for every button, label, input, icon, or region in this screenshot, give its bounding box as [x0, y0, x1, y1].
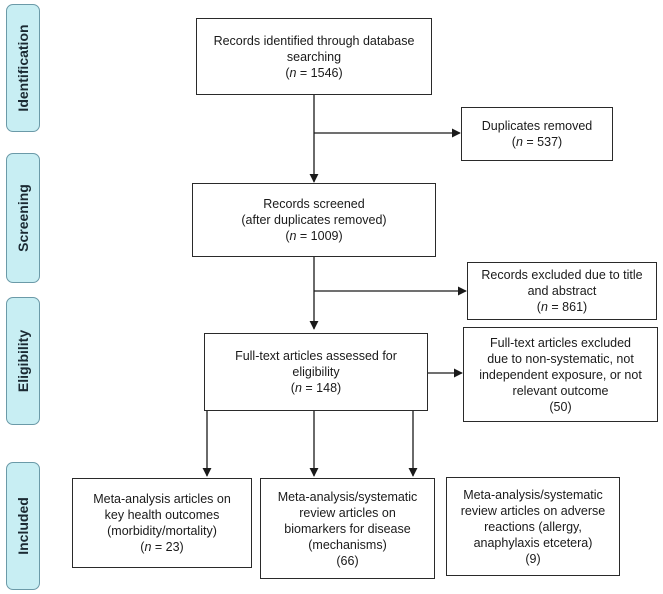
- phase-eligibility: Eligibility: [6, 297, 40, 425]
- box-meta-adverse-line3: reactions (allergy,: [484, 519, 582, 534]
- phase-identification: Identification: [6, 4, 40, 132]
- phase-included-label: Included: [15, 497, 31, 555]
- box-fulltext-assessed: Full-text articles assessed for eligibil…: [204, 333, 428, 411]
- box-records-screened: Records screened (after duplicates remov…: [192, 183, 436, 257]
- box-meta-adverse-line1: Meta-analysis/systematic: [463, 487, 603, 502]
- box-duplicates-removed-count: (n = 537): [511, 135, 563, 149]
- box-fulltext-excluded-line2: due to non-systematic, not: [487, 351, 634, 366]
- phase-included: Included: [6, 462, 40, 590]
- box-excluded-title-abstract: Records excluded due to title and abstra…: [467, 262, 657, 320]
- box-meta-adverse-reactions: Meta-analysis/systematic review articles…: [446, 477, 620, 576]
- box-records-identified-line2: searching: [286, 49, 342, 64]
- box-meta-adverse-line4: anaphylaxis etcetera): [473, 535, 593, 550]
- box-meta-adverse-count: (9): [525, 551, 541, 566]
- box-records-identified-count: (n = 1546): [285, 65, 343, 80]
- box-duplicates-removed-line1: Duplicates removed: [481, 119, 593, 133]
- box-fulltext-line1: Full-text articles assessed for: [235, 349, 397, 363]
- box-records-screened-count: (n = 1009): [285, 229, 343, 243]
- phase-screening: Screening: [6, 153, 40, 283]
- phase-eligibility-label: Eligibility: [15, 329, 31, 393]
- box-records-identified-line1: Records identified through database: [213, 33, 415, 48]
- box-fulltext-line2: eligibility: [292, 365, 340, 379]
- phase-identification-label: Identification: [15, 24, 31, 112]
- box-fulltext-count: (n = 148): [290, 381, 342, 395]
- box-meta-adverse-line2: review articles on adverse: [460, 503, 606, 518]
- box-fulltext-excluded-line3: independent exposure, or not: [479, 367, 642, 382]
- box-fulltext-excluded: Full-text articles excluded due to non-s…: [463, 327, 658, 422]
- box-excluded-title-line2: and abstract: [527, 284, 597, 298]
- box-fulltext-excluded-line1: Full-text articles excluded: [489, 335, 632, 350]
- box-meta-health-line3: (morbidity/mortality): [107, 524, 217, 538]
- box-excluded-title-line1: Records excluded due to title: [481, 268, 643, 282]
- box-meta-biomarkers: Meta-analysis/systematic review articles…: [260, 478, 435, 579]
- box-excluded-title-count: (n = 861): [536, 300, 588, 314]
- box-fulltext-excluded-count: (50): [549, 399, 572, 414]
- box-duplicates-removed: Duplicates removed (n = 537): [461, 107, 613, 161]
- box-meta-health-count: (n = 23): [140, 540, 184, 554]
- box-meta-biomarkers-line3: biomarkers for disease: [284, 521, 411, 536]
- phase-screening-label: Screening: [15, 184, 31, 252]
- box-meta-health-line1: Meta-analysis articles on: [93, 492, 231, 506]
- box-meta-biomarkers-line2: review articles on: [299, 505, 396, 520]
- box-meta-health-outcomes: Meta-analysis articles on key health out…: [72, 478, 252, 568]
- box-records-screened-line1: Records screened: [263, 197, 365, 211]
- box-meta-biomarkers-count: (66): [336, 553, 359, 568]
- box-meta-biomarkers-line4: (mechanisms): [308, 537, 387, 552]
- box-records-identified: Records identified through database sear…: [196, 18, 432, 95]
- box-meta-health-line2: key health outcomes: [104, 508, 220, 522]
- box-records-screened-line2: (after duplicates removed): [241, 213, 387, 227]
- box-meta-biomarkers-line1: Meta-analysis/systematic: [277, 489, 418, 504]
- box-fulltext-excluded-line4: relevant outcome: [512, 383, 609, 398]
